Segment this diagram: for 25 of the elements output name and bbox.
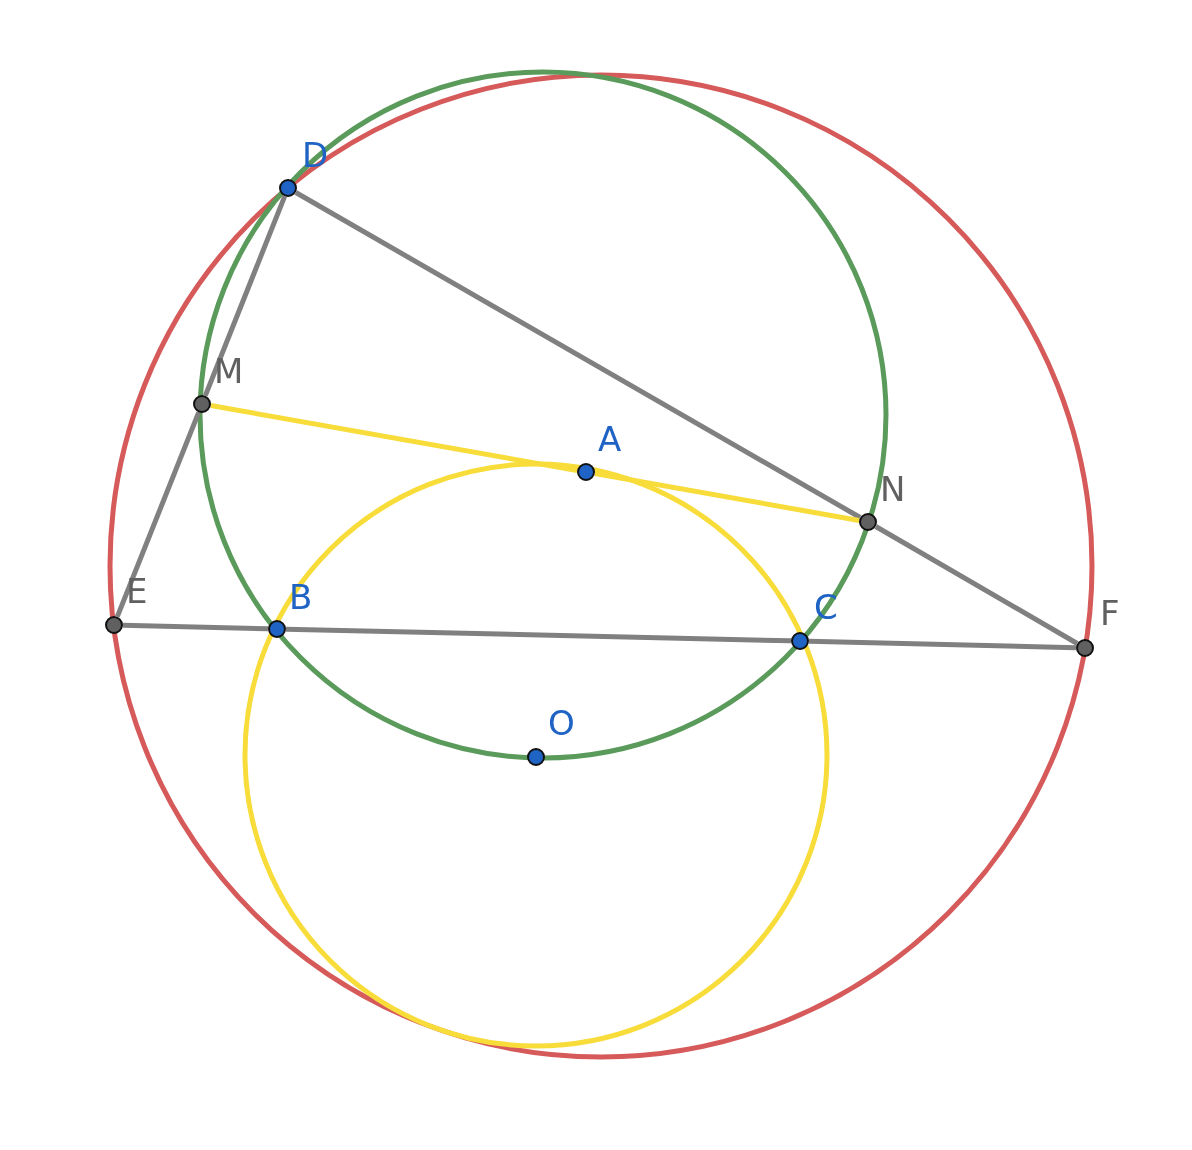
- line-segment: [122, 622, 269, 632]
- point: [577, 463, 595, 481]
- point-label: E: [126, 574, 148, 608]
- point: [193, 395, 211, 413]
- line-segment: [210, 403, 578, 473]
- point: [268, 620, 286, 638]
- line-segment: [115, 411, 201, 618]
- point: [791, 632, 809, 650]
- line-segment: [808, 638, 1077, 651]
- point-label: M: [214, 354, 244, 388]
- point-label: B: [289, 580, 313, 614]
- point: [1076, 639, 1094, 657]
- point-label: N: [880, 472, 906, 506]
- point: [105, 616, 123, 634]
- line-segment: [594, 471, 860, 523]
- line-segment: [285, 626, 792, 644]
- line-segment: [874, 524, 1079, 646]
- point: [279, 179, 297, 197]
- line-segment: [294, 190, 862, 520]
- point-label: F: [1100, 596, 1120, 630]
- point: [859, 513, 877, 531]
- line-segment: [203, 195, 287, 397]
- point: [527, 748, 545, 766]
- point-label: A: [598, 422, 622, 456]
- point-label: O: [548, 706, 575, 740]
